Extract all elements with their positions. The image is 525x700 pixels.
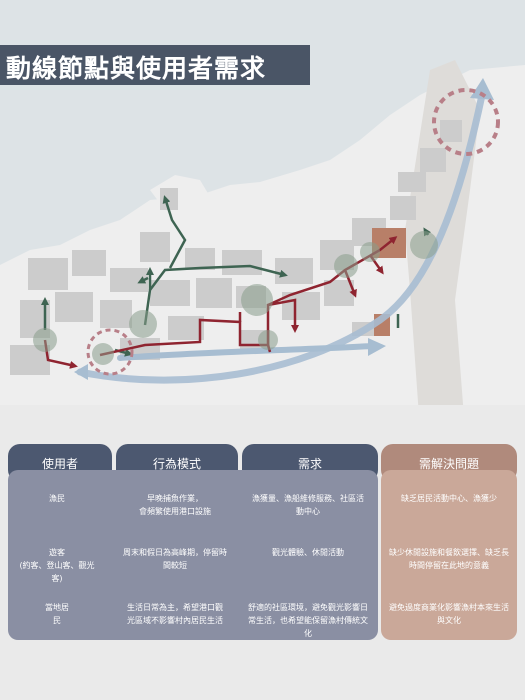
harbour-route: [117, 343, 375, 361]
row1-behavior: 早晚捕魚作業， 會頻繁使用港口設施: [139, 494, 211, 516]
row3-behavior: 生活日常為主，希望港口觀 光區域不影響村內居民生活: [127, 603, 223, 625]
row1-need: 漁獲量、漁船維修服務、社區活 動中心: [252, 494, 364, 516]
row2-behavior: 周末和假日為高峰期，停留時 間較短: [123, 548, 227, 570]
map-edge: [0, 405, 525, 430]
row3-need: 舒適的社區環境，避免觀光影響日 常生活，也希望能保留漁村傳統文 化: [248, 603, 368, 638]
harbour-route-arrow: [368, 338, 386, 356]
hill-trails: [41, 195, 432, 357]
row2-need: 觀光體驗、休閒活動: [272, 548, 344, 557]
row2-user: 遊客 (約客、登山客、觀光客): [19, 548, 95, 583]
row1-issue: 缺乏居民活動中心、漁獲少: [401, 494, 497, 503]
key-node-north: [432, 88, 500, 156]
harbour-route-arrow-west: [74, 364, 88, 380]
row1-user: 漁民: [49, 494, 65, 503]
row2-issue: 缺少休閒設施和餐飲選擇、缺乏長 時間停留在此地的意義: [389, 548, 509, 570]
table-body-issues: [381, 470, 517, 640]
buildings: [10, 120, 462, 375]
row3-issue: 避免過度商業化影響漁村本來生活 與文化: [389, 603, 509, 625]
key-node-harbour: [86, 328, 134, 376]
row3-user: 當地居 民: [45, 603, 69, 625]
table-body-main: [8, 470, 378, 640]
title-banner: 動線節點與使用者需求: [0, 45, 310, 85]
activity-nodes: [33, 231, 438, 365]
coastal-route-arrow-top: [470, 78, 494, 100]
coastal-route: [76, 91, 486, 384]
page-title: 動線節點與使用者需求: [6, 54, 267, 83]
